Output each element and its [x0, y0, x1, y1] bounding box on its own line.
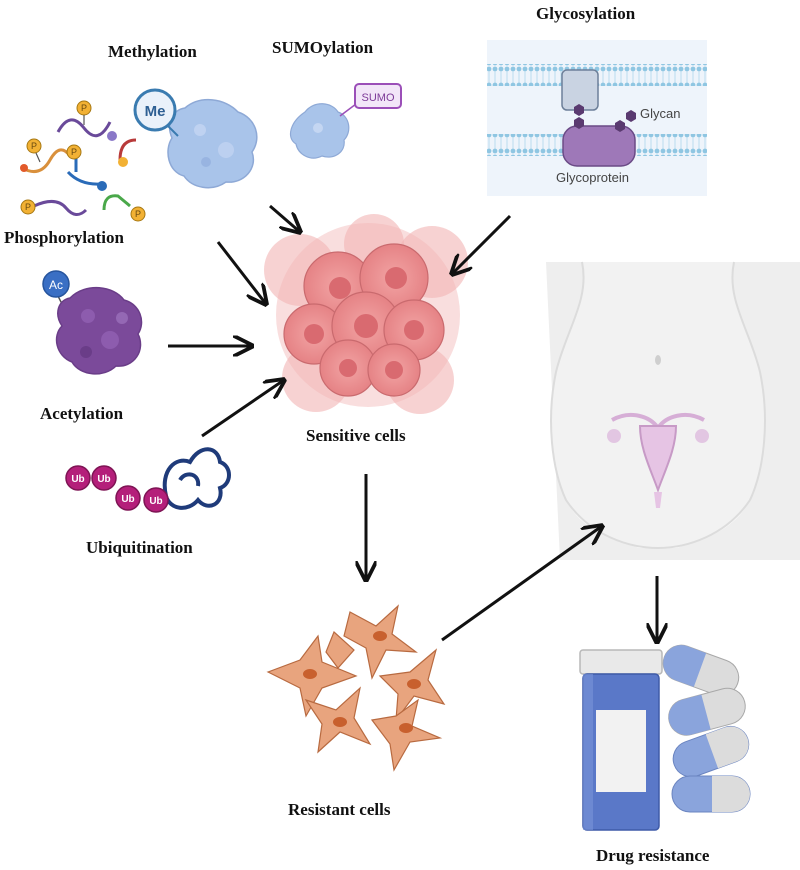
phosphorylation-molecules-icon — [20, 100, 146, 222]
arrow-glycosylation — [452, 214, 512, 274]
label-glycosylation: Glycosylation — [536, 4, 636, 23]
membrane-glycoprotein-icon — [487, 40, 707, 196]
tag-glycan: Glycan — [640, 106, 680, 121]
tag-p-4: P — [25, 202, 31, 212]
label-drug-resistance: Drug resistance — [596, 846, 710, 865]
arrow-phosphorylation — [216, 241, 266, 304]
tag-ub-3: Ub — [121, 494, 134, 505]
label-acetylation: Acetylation — [40, 404, 124, 423]
label-sumoylation: SUMOylation — [272, 38, 374, 57]
arrow-resistant-to-body — [441, 526, 602, 642]
tag-ub-1: Ub — [71, 474, 84, 485]
acetyl-protein-icon — [42, 270, 143, 375]
tag-p-5: P — [135, 209, 141, 219]
tumor-cell-cluster-icon — [264, 214, 468, 414]
tag-p-2: P — [31, 141, 37, 151]
tag-glycoprotein: Glycoprotein — [556, 170, 629, 185]
arrow-ubiquitination — [201, 380, 284, 438]
tag-ub-4: Ub — [149, 496, 162, 507]
tag-me: Me — [145, 103, 166, 120]
tag-p-1: P — [81, 103, 87, 113]
label-ubiquitination: Ubiquitination — [86, 538, 193, 557]
pill-bottle-icon — [579, 649, 663, 831]
arrow-methylation — [269, 204, 300, 232]
capsules-icon — [662, 644, 751, 813]
fibroblast-cells-icon — [266, 604, 446, 772]
label-resistant-cells: Resistant cells — [288, 800, 391, 819]
female-torso-icon — [546, 261, 800, 560]
sumo-protein-icon — [289, 83, 402, 159]
tag-ac: Ac — [49, 278, 63, 292]
tag-p-3: P — [71, 147, 77, 157]
methyl-protein-icon — [133, 88, 258, 189]
label-phosphorylation: Phosphorylation — [4, 228, 124, 247]
tag-ub-2: Ub — [97, 474, 110, 485]
ubiquitin-chain-icon — [65, 447, 231, 513]
label-sensitive-cells: Sensitive cells — [306, 426, 406, 445]
tag-sumo: SUMO — [362, 92, 395, 104]
label-methylation: Methylation — [108, 42, 197, 61]
